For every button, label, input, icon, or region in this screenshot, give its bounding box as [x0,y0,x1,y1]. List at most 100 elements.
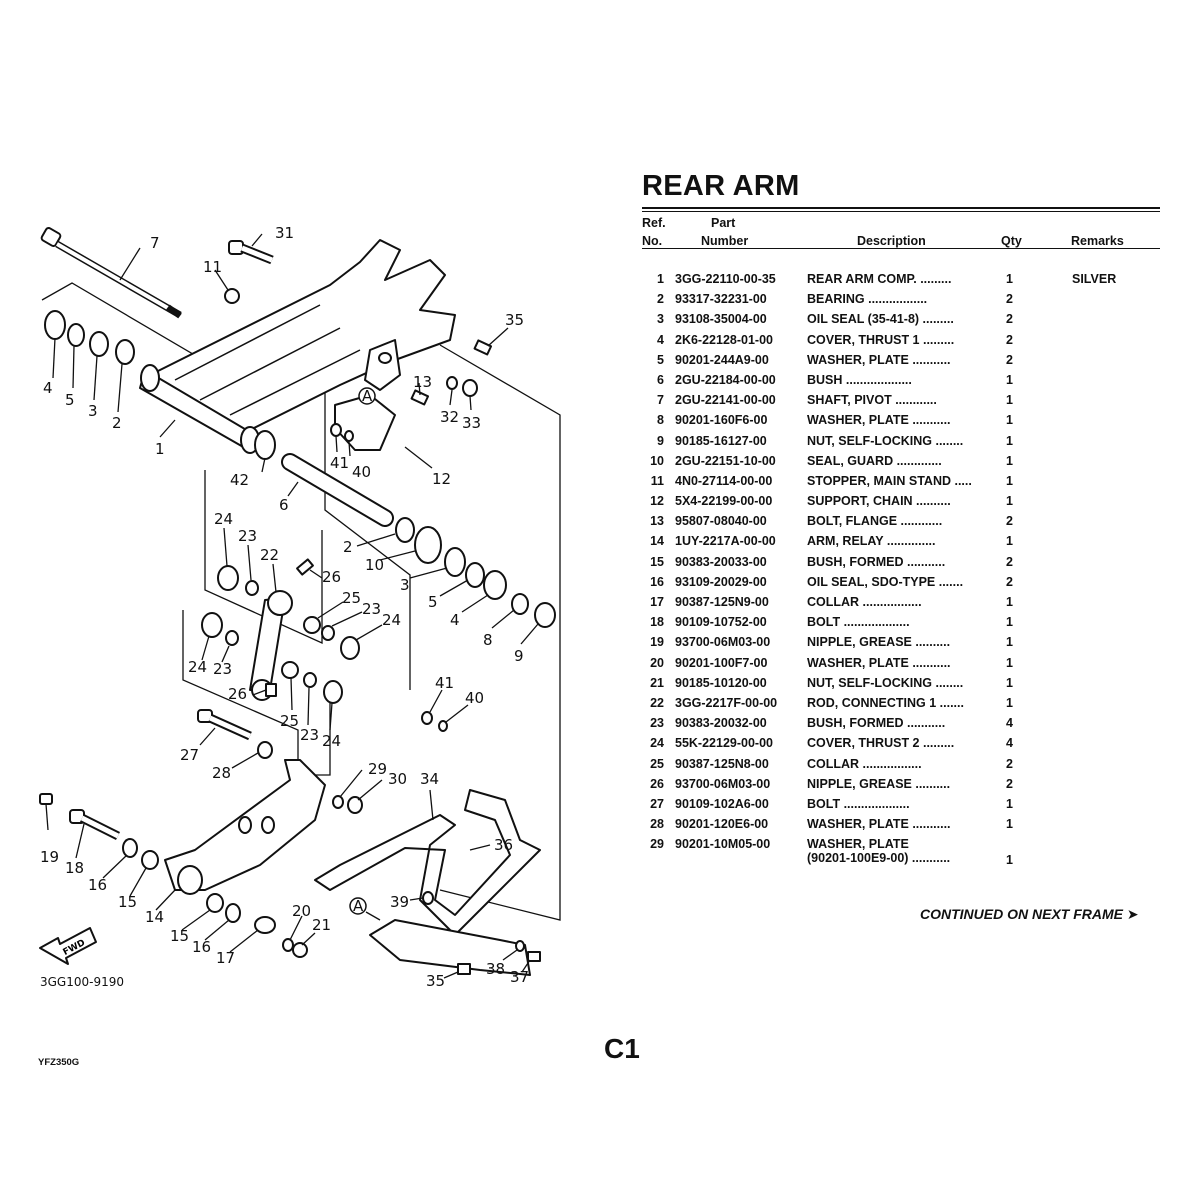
ref-no-cell: 3 [657,312,664,327]
continued-on-next-frame-label: CONTINUED ON NEXT FRAME ➤ [920,906,1139,922]
qty-cell: 2 [1006,292,1013,307]
callout-24c: 24 [188,658,207,676]
ref-no-cell: 20 [650,655,664,670]
ref-no-cell: 23 [650,716,664,731]
table-row: 16 93109-20029-00 OIL SEAL, SDO-TYPE .....… [642,575,1162,595]
thrust-cover-4-part [44,310,66,340]
oil-seal-16a-part [122,838,138,858]
qty-cell: 1 [1006,453,1013,468]
callout-41: 41 [330,454,349,472]
oil-seal-16b-part [225,903,241,923]
collar-25b-part [281,661,299,679]
seal-guard-10-part [414,526,442,564]
grease-nipple-26a-part [296,558,314,576]
ref-no-cell: 22 [650,695,664,710]
ref-no-cell: 6 [657,372,664,387]
qty-cell: 1 [1006,853,1013,868]
part-number-cell: 90185-16127-00 [675,433,767,448]
nut-39-part [422,891,434,905]
qty-cell: 1 [1006,534,1013,549]
qty-cell: 2 [1006,554,1013,569]
header-qty: Qty [1001,234,1022,248]
bush-23c-part [225,630,239,646]
nut-33-part [462,379,478,397]
part-number-cell: 1UY-2217A-00-00 [675,534,776,549]
part-number-cell: 93109-20029-00 [675,574,767,589]
thrust-cover-24d-part [323,680,343,704]
description-cell: BEARING ................. [807,292,928,307]
ref-no-cell: 5 [657,352,664,367]
header-ref-line1: Ref. [642,216,666,230]
nut-9-part [534,602,556,628]
callout-35b: 35 [426,972,445,990]
qty-cell: 1 [1006,615,1013,630]
bolt-31-part [228,240,274,265]
qty-cell: 1 [1006,695,1013,710]
part-number-cell: 90185-10120-00 [675,675,767,690]
part-number-cell: 93317-32231-00 [675,292,767,307]
grease-nipple-19-part [39,793,53,805]
callout-10: 10 [365,556,384,574]
header-part-line2: Number [701,234,749,248]
bolt-37-part [527,951,541,962]
qty-cell: 1 [1006,473,1013,488]
bearing-2-part [115,339,135,365]
description-cell: SEAL, GUARD ............. [807,453,942,468]
oil-seal-3-part [89,331,109,357]
part-number-cell: 55K-22129-00-00 [675,736,773,751]
callout-27: 27 [180,746,199,764]
bush-15b-part [206,893,224,913]
qty-cell: 1 [1006,372,1013,387]
header-remarks: Remarks [1071,234,1124,248]
callout-16: 16 [88,876,107,894]
washer-20-part [282,938,294,952]
qty-cell: 1 [1006,272,1013,286]
description-line1: WASHER, PLATE [807,837,909,852]
callout-36: 36 [494,836,513,854]
description-cell: ROD, CONNECTING 1 ....... [807,695,964,710]
callout-7: 7 [150,234,160,252]
callout-28: 28 [212,764,231,782]
callout-11: 11 [203,258,222,276]
qty-cell: 2 [1006,756,1013,771]
part-number-cell: 95807-08040-00 [675,514,767,529]
nut-21-part [292,942,308,958]
reference-mark-a-upper [358,387,376,405]
qty-cell: 1 [1006,433,1013,448]
part-number-cell: 3GG-22110-00-35 [675,272,776,286]
callout-24d: 24 [322,732,341,750]
description-cell: NIPPLE, GREASE .......... [807,635,951,650]
description-cell: OIL SEAL (35-41-8) ......... [807,312,954,327]
ref-no-cell: 14 [650,534,664,549]
part-number-cell: 93700-06M03-00 [675,635,771,650]
ref-no-cell: 16 [650,574,664,589]
qty-cell: 1 [1006,393,1013,408]
callout-19: 19 [40,848,59,866]
callout-9: 9 [514,647,524,665]
ref-no-cell: 27 [650,796,664,811]
description-cell: COVER, THRUST 1 ......... [807,332,955,347]
thrust-cover-24a-part [217,565,239,591]
bush-6-part [281,453,394,527]
description-cell: NIPPLE, GREASE .......... [807,776,951,791]
ref-no-cell: 1 [657,272,664,286]
qty-cell: 2 [1006,332,1013,347]
callout-4b: 4 [450,611,460,629]
callout-25b: 25 [280,712,299,730]
description-cell: WASHER, PLATE(90201-100E9-00) ..........… [807,837,992,865]
callout-20: 20 [292,902,311,920]
qty-cell: 1 [1006,796,1013,811]
bolt-35-lower-part [457,963,471,975]
ref-no-cell: 17 [650,595,664,609]
chain-guard-34-part [314,789,541,936]
description-cell: OIL SEAL, SDO-TYPE ....... [807,574,964,589]
ref-no-cell: 18 [650,615,664,630]
reference-mark-a-upper-label: A [362,387,373,405]
callout-13: 13 [413,373,432,391]
callout-24b: 24 [382,611,401,629]
